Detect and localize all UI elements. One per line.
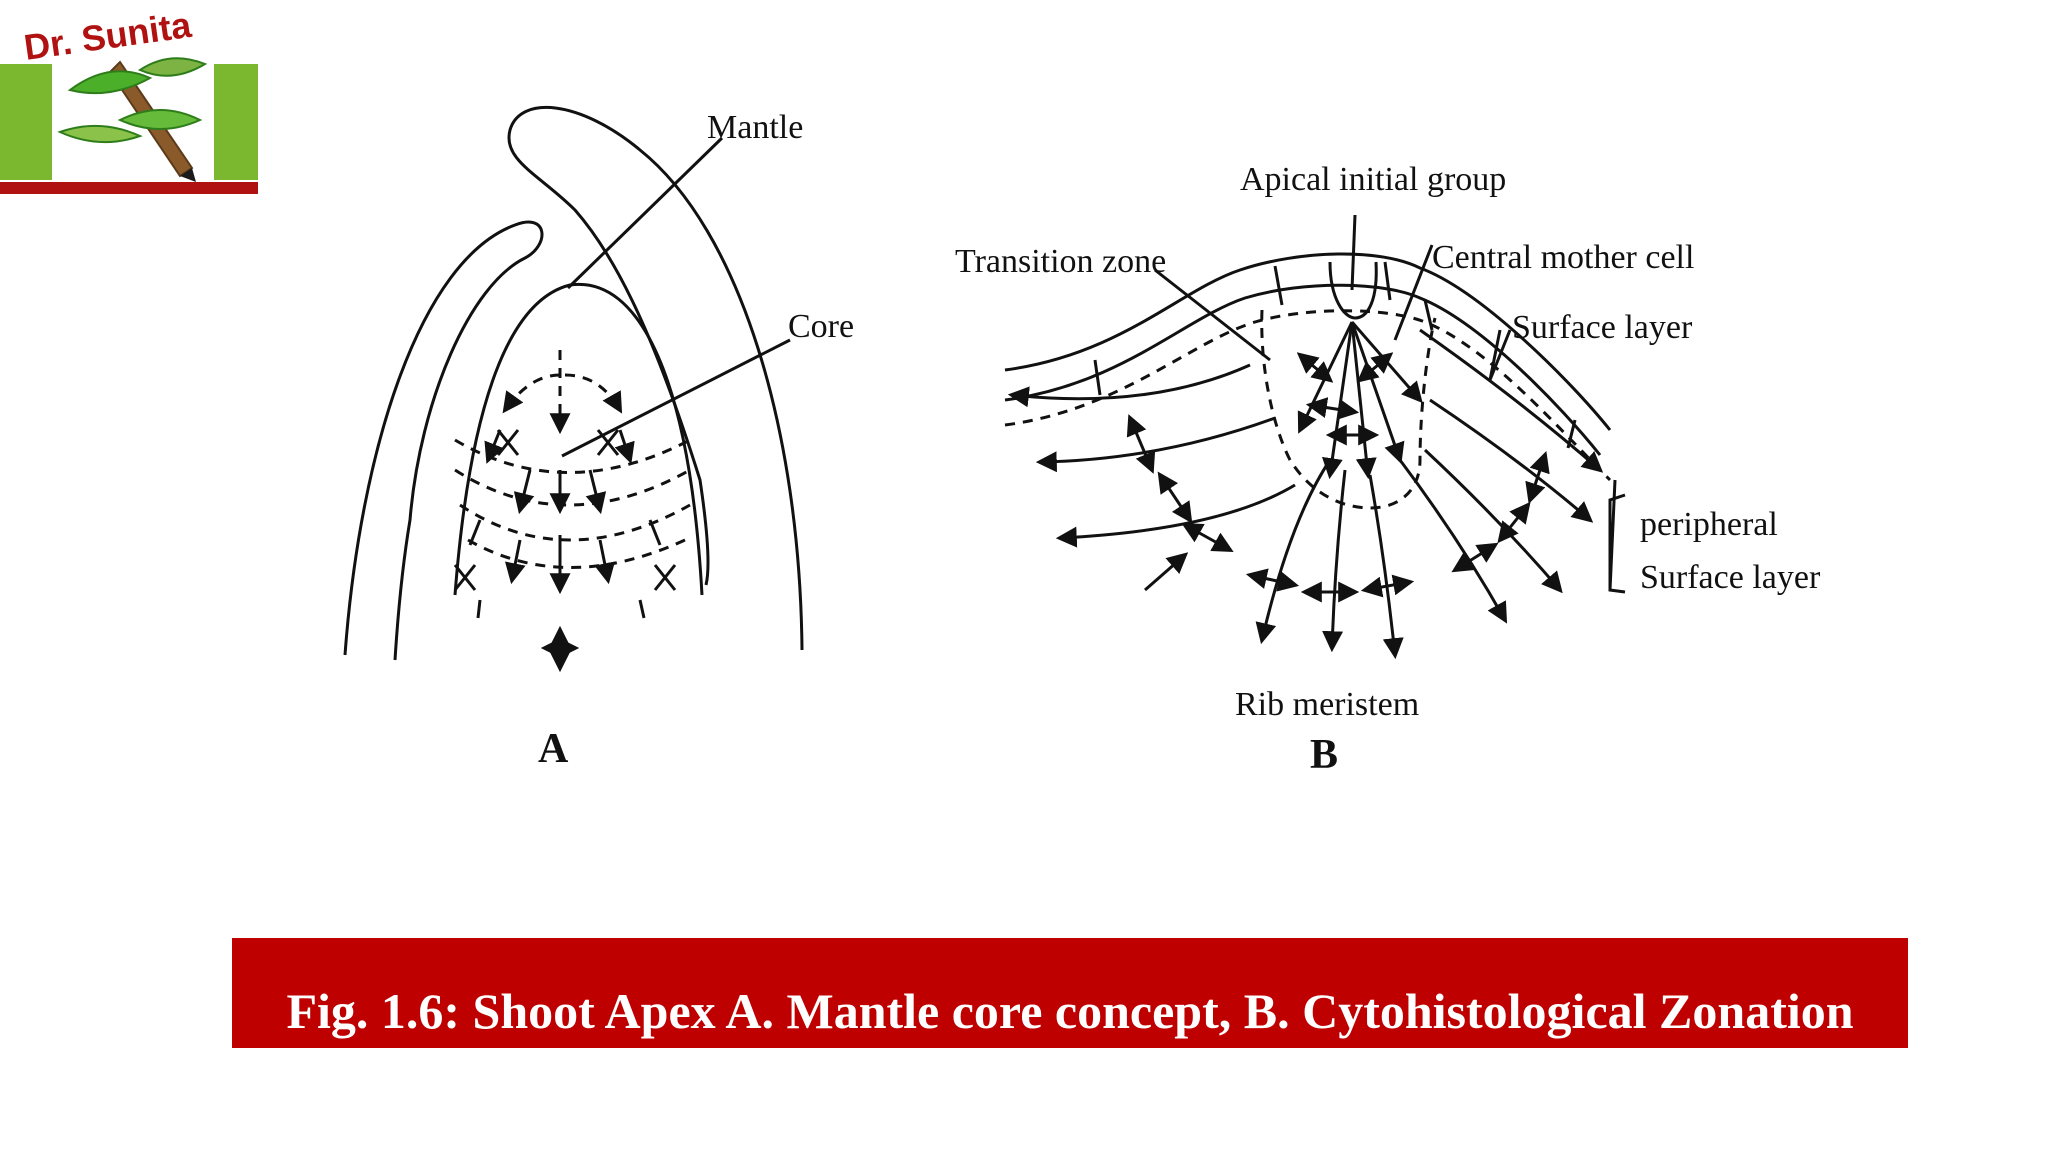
leaf-pencil-icon bbox=[57, 57, 208, 182]
apical-initial-group-label: Apical initial group bbox=[1240, 161, 1506, 198]
surface-layer-outer bbox=[1004, 252, 1612, 431]
diagram-a-letter: A bbox=[538, 726, 569, 772]
transition-zone-label: Transition zone bbox=[955, 243, 1166, 280]
core-label: Core bbox=[788, 308, 854, 345]
surface-layer-2 bbox=[1004, 283, 1602, 456]
diagram-a: Mantle Core A bbox=[343, 105, 854, 772]
diagram-b-letter: B bbox=[1310, 732, 1338, 778]
core-leader bbox=[561, 338, 791, 458]
mantle-leader bbox=[566, 136, 724, 290]
rib-meristem-label: Rib meristem bbox=[1235, 686, 1419, 723]
core-arch-arrow-right bbox=[564, 373, 623, 414]
peripheral-label: peripheral bbox=[1640, 506, 1778, 543]
logo-red-bar bbox=[0, 182, 258, 194]
central-zone bbox=[1260, 309, 1437, 510]
mantle-label: Mantle bbox=[707, 109, 803, 146]
diagram-b: Apical initial group Transition zone Cen… bbox=[955, 161, 1821, 778]
logo: Dr. Sunita bbox=[0, 4, 258, 194]
core-layer-2 bbox=[454, 468, 691, 507]
core-layer-4 bbox=[467, 538, 686, 569]
caption-text: Fig. 1.6: Shoot Apex A. Mantle core conc… bbox=[286, 983, 1854, 1039]
core-arch-arrow-left bbox=[502, 373, 561, 414]
central-mother-cell-label: Central mother cell bbox=[1432, 239, 1694, 276]
core-layer-3 bbox=[459, 503, 691, 542]
leaf-outline bbox=[507, 105, 804, 651]
apical-initial-cap bbox=[1328, 261, 1378, 320]
outer-primordium bbox=[343, 220, 544, 661]
peripheral-surface-layer-label: Surface layer bbox=[1640, 559, 1821, 596]
caption-bar: Fig. 1.6: Shoot Apex A. Mantle core conc… bbox=[232, 938, 1908, 1048]
surface-layer-label: Surface layer bbox=[1512, 309, 1693, 346]
